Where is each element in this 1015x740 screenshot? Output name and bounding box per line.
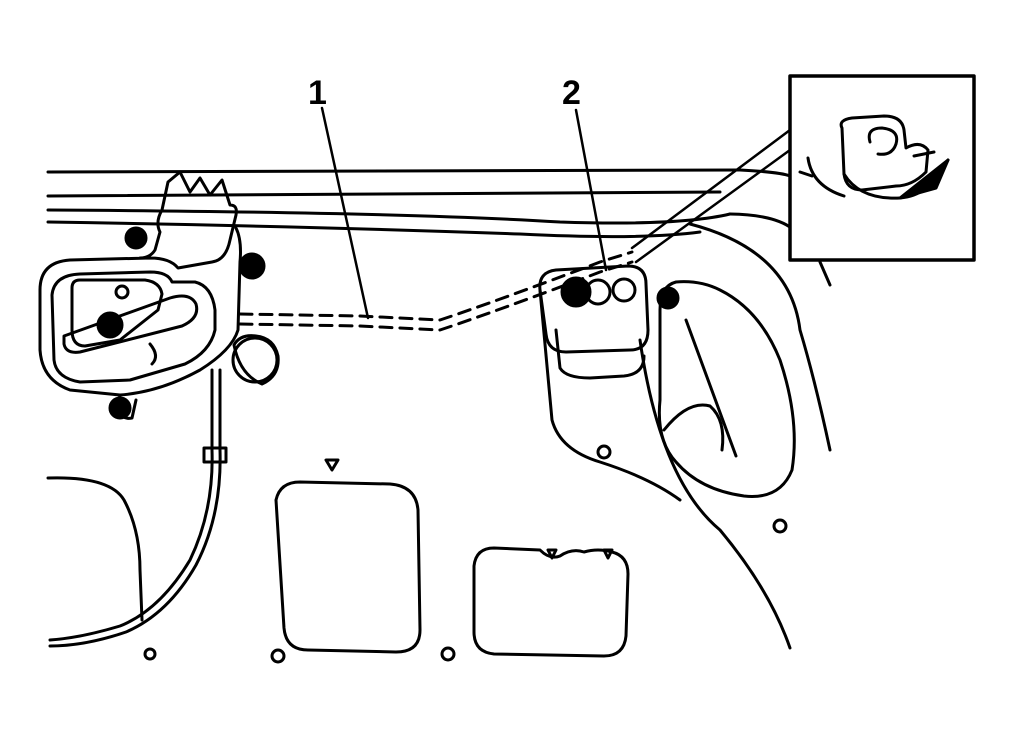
detail-inset (788, 74, 976, 262)
handle-pocket (656, 280, 796, 498)
access-hole-center (274, 480, 422, 654)
leader-2 (574, 108, 608, 272)
door-frame-rails (46, 168, 792, 239)
callout-2-label: 2 (562, 74, 581, 112)
access-holes (46, 476, 630, 658)
wiring-harness (48, 368, 228, 648)
mounting-holes (143, 458, 788, 664)
door-edge-curves (638, 212, 832, 650)
leader-1 (320, 106, 370, 320)
door-latch-assembly (38, 170, 280, 420)
leader-detail-upper (630, 128, 792, 250)
leader-detail-lower (634, 148, 792, 264)
access-hole-left (46, 476, 144, 622)
outside-handle-assembly (538, 264, 682, 502)
access-hole-lower (472, 546, 630, 658)
callout-leaders (320, 106, 792, 320)
callout-1-label: 1 (308, 74, 327, 112)
